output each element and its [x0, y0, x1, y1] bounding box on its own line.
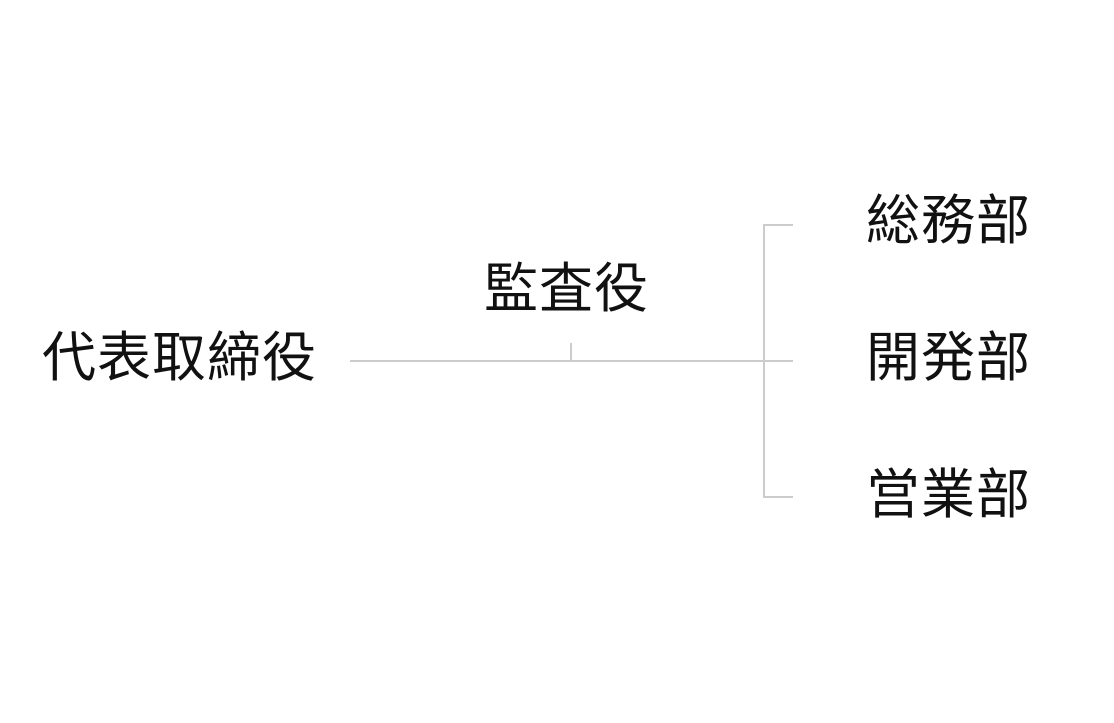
ceo-node: 代表取締役 — [42, 326, 317, 389]
department-node-sales: 営業部 — [866, 463, 1031, 526]
department-node-development: 開発部 — [866, 326, 1031, 389]
auditor-node: 監査役 — [484, 257, 649, 320]
department-node-general-affairs: 総務部 — [866, 189, 1031, 252]
